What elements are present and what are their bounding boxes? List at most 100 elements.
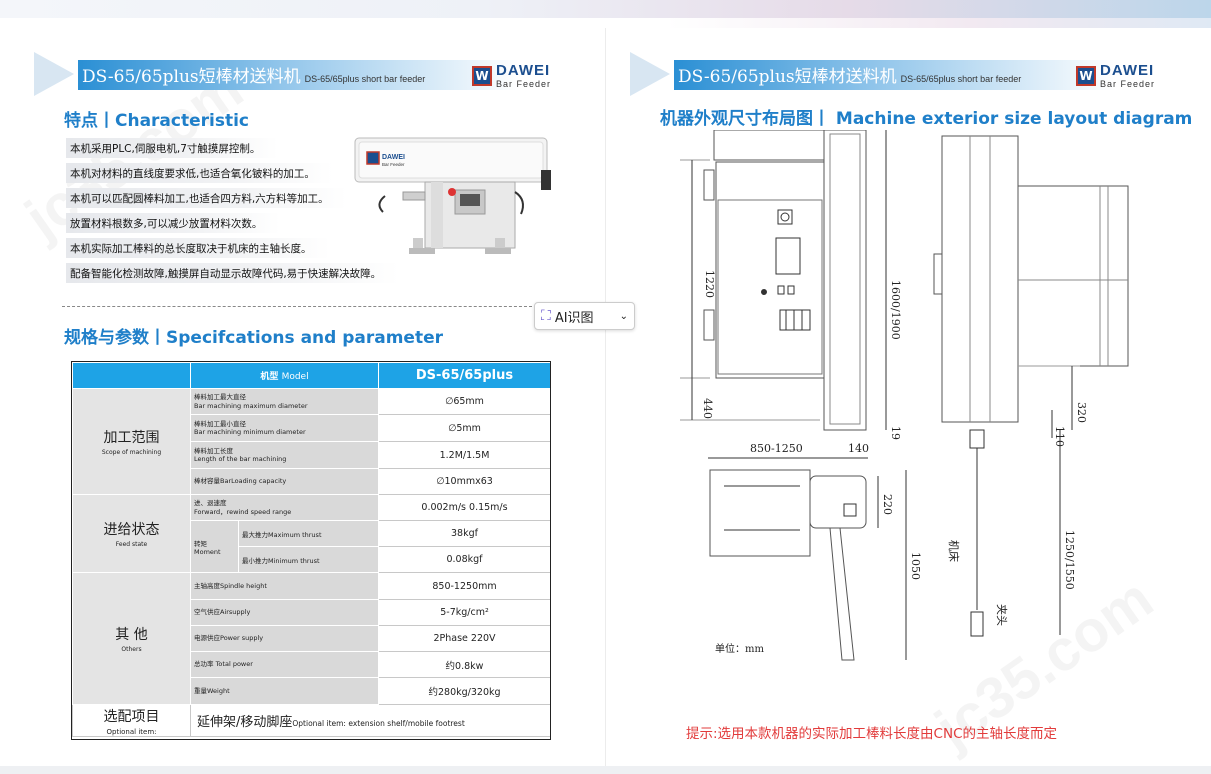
table-header-row: 机型 Model DS-65/65plus — [72, 362, 551, 389]
label-en: Forward，rewind speed range — [194, 507, 292, 516]
label-en: Bar machining maximum diameter — [194, 401, 308, 410]
banner-bar — [674, 60, 1114, 90]
table-header-blank — [72, 362, 191, 389]
dim-1050: 1050 — [909, 552, 922, 580]
row-value: 38kgf — [378, 520, 551, 547]
label-en: Bar machining minimum diameter — [194, 428, 306, 436]
row-value: 0.08kgf — [378, 546, 551, 573]
row-value: ∅65mm — [378, 388, 551, 415]
row-label: 棒材容量BarLoading capacity — [190, 468, 379, 495]
banner-title-en: DS-65/65plus short bar feeder — [900, 74, 1022, 84]
dim-440: 440 — [701, 398, 714, 419]
label-cn: 棒料加工长度 — [194, 446, 233, 455]
label-cn: 棒料加工最大直径 — [194, 393, 246, 402]
row-value: 0.002m/s 0.15m/s — [378, 494, 551, 521]
dim-1250-1550: 1250/1550 — [1063, 530, 1076, 590]
banner-triangle — [34, 52, 74, 96]
optional-en: Optional item: extension shelf/mobile fo… — [292, 719, 465, 728]
spec-table: 机型 Model DS-65/65plus 加工范围 Scope of machi… — [72, 362, 551, 737]
header-model-cn: 机型 — [260, 372, 279, 382]
optional-value: 延伸架/移动脚座Optional item: extension shelf/m… — [190, 704, 551, 737]
ai-recognize-button[interactable]: ⛶ AI识图 ⌄ — [534, 302, 635, 330]
dim-320: 320 — [1075, 402, 1088, 423]
photo-logo-sub: Bar Feeder — [382, 162, 405, 167]
feature-item: 本机实际加工棒料的总长度取决于机床的主轴长度。 — [66, 238, 330, 258]
row-label: 空气供应Airsupply — [190, 599, 379, 626]
page-fold-line — [605, 28, 606, 774]
row-value: 5-7kg/cm² — [378, 599, 551, 626]
label-en: Moment — [194, 547, 221, 556]
group-en: Scope of machining — [101, 449, 162, 456]
dim-850-1250: 850-1250 — [750, 442, 803, 455]
group-cn: 加工范围 — [103, 430, 160, 446]
row-label: 最小推力Minimum thrust — [238, 546, 379, 573]
banner-title-cn: DS-65/65plus短棒材送料机 — [82, 67, 301, 87]
optional-cn: 延伸架/移动脚座 — [197, 715, 293, 730]
row-value: ∅5mm — [378, 414, 551, 442]
feature-item: 放置材料根数多,可以减少放置材料次数。 — [66, 213, 281, 233]
dim-1600-1900: 1600/1900 — [889, 280, 902, 340]
label-lathe: 机床 — [947, 540, 961, 562]
header-model-en: Model — [281, 372, 309, 382]
table-row: 总功率 Total power 约0.8kw — [73, 651, 551, 678]
table-header-value: DS-65/65plus — [378, 362, 551, 389]
dawei-logo-icon: W — [1076, 65, 1096, 86]
row-value: 约0.8kw — [378, 651, 551, 678]
group-en: Optional item: — [106, 727, 157, 736]
table-row-optional: 选配项目 Optional item: 延伸架/移动脚座Optional item… — [72, 704, 551, 737]
banner-title-en: DS-65/65plus short bar feeder — [304, 74, 426, 84]
machine-photo: DAWEI Bar Feeder — [354, 137, 551, 254]
label-chuck: 夹头 — [995, 604, 1008, 626]
label-cn: 进、退速度 — [194, 499, 227, 508]
table-row: 最小推力Minimum thrust 0.08kgf — [73, 546, 551, 573]
dim-220: 220 — [881, 494, 894, 515]
row-label: 最大推力Maximum thrust — [238, 520, 379, 547]
photo-logo-brand: DAWEI — [382, 154, 405, 161]
row-label: 电源供应Power supply — [190, 625, 379, 652]
label-cn: 转矩 — [194, 539, 207, 548]
front-view: 1220 440 1600/1900 19 — [680, 130, 902, 440]
exterior-size-diagram: 1220 440 1600/1900 19 320 110 1250/1550 … — [680, 130, 1129, 661]
row-value: 850-1250mm — [378, 572, 551, 600]
row-value: 1.2M/1.5M — [378, 441, 551, 469]
top-view: 850-1250 140 220 1050 — [708, 442, 922, 661]
group-en: Others — [121, 646, 142, 653]
logo-brand: DAWEI — [496, 62, 551, 79]
section-divider — [62, 306, 532, 307]
table-row: 电源供应Power supply 2Phase 220V — [73, 625, 551, 652]
banner-triangle — [630, 52, 670, 96]
label-cn: 棒料加工最小直径 — [194, 419, 246, 428]
features-list: 本机采用PLC,伺服电机,7寸触摸屏控制。 本机对材料的直线度要求低,也适合氧化… — [66, 138, 400, 288]
banner-title-cn: DS-65/65plus短棒材送料机 — [678, 67, 897, 87]
features-heading: 特点丨Characteristic — [64, 111, 249, 131]
dim-1220: 1220 — [703, 270, 716, 298]
logo-sub: Bar Feeder — [1100, 79, 1156, 89]
logo-sub: Bar Feeder — [496, 79, 552, 89]
feature-item: 配备智能化检测故障,触摸屏自动显示故障代码,易于快速解决故障。 — [66, 263, 400, 283]
logo-brand: DAWEI — [1100, 62, 1155, 79]
feature-item: 本机对材料的直线度要求低,也适合氧化铍料的加工。 — [66, 163, 333, 183]
top-decoration-stripe — [0, 0, 1211, 28]
group-cn: 选配项目 — [103, 708, 160, 725]
feature-item: 本机采用PLC,伺服电机,7寸触摸屏控制。 — [66, 138, 279, 158]
diagram-heading: 机器外观尺寸布局图丨 Machine exterior size layout … — [660, 109, 1193, 129]
side-view: 320 110 1250/1550 机床 夹头 — [933, 135, 1129, 637]
chevron-down-icon: ⌄ — [619, 310, 628, 322]
bottom-decoration-stripe — [0, 766, 1211, 774]
tip-note: 提示:选用本款机器的实际加工棒料长度由CNC的主轴长度而定 — [686, 726, 1057, 742]
row-label: 重量Weight — [190, 677, 379, 705]
unit-label: 单位：mm — [715, 644, 764, 655]
ai-button-label: AI识图 — [554, 310, 594, 326]
